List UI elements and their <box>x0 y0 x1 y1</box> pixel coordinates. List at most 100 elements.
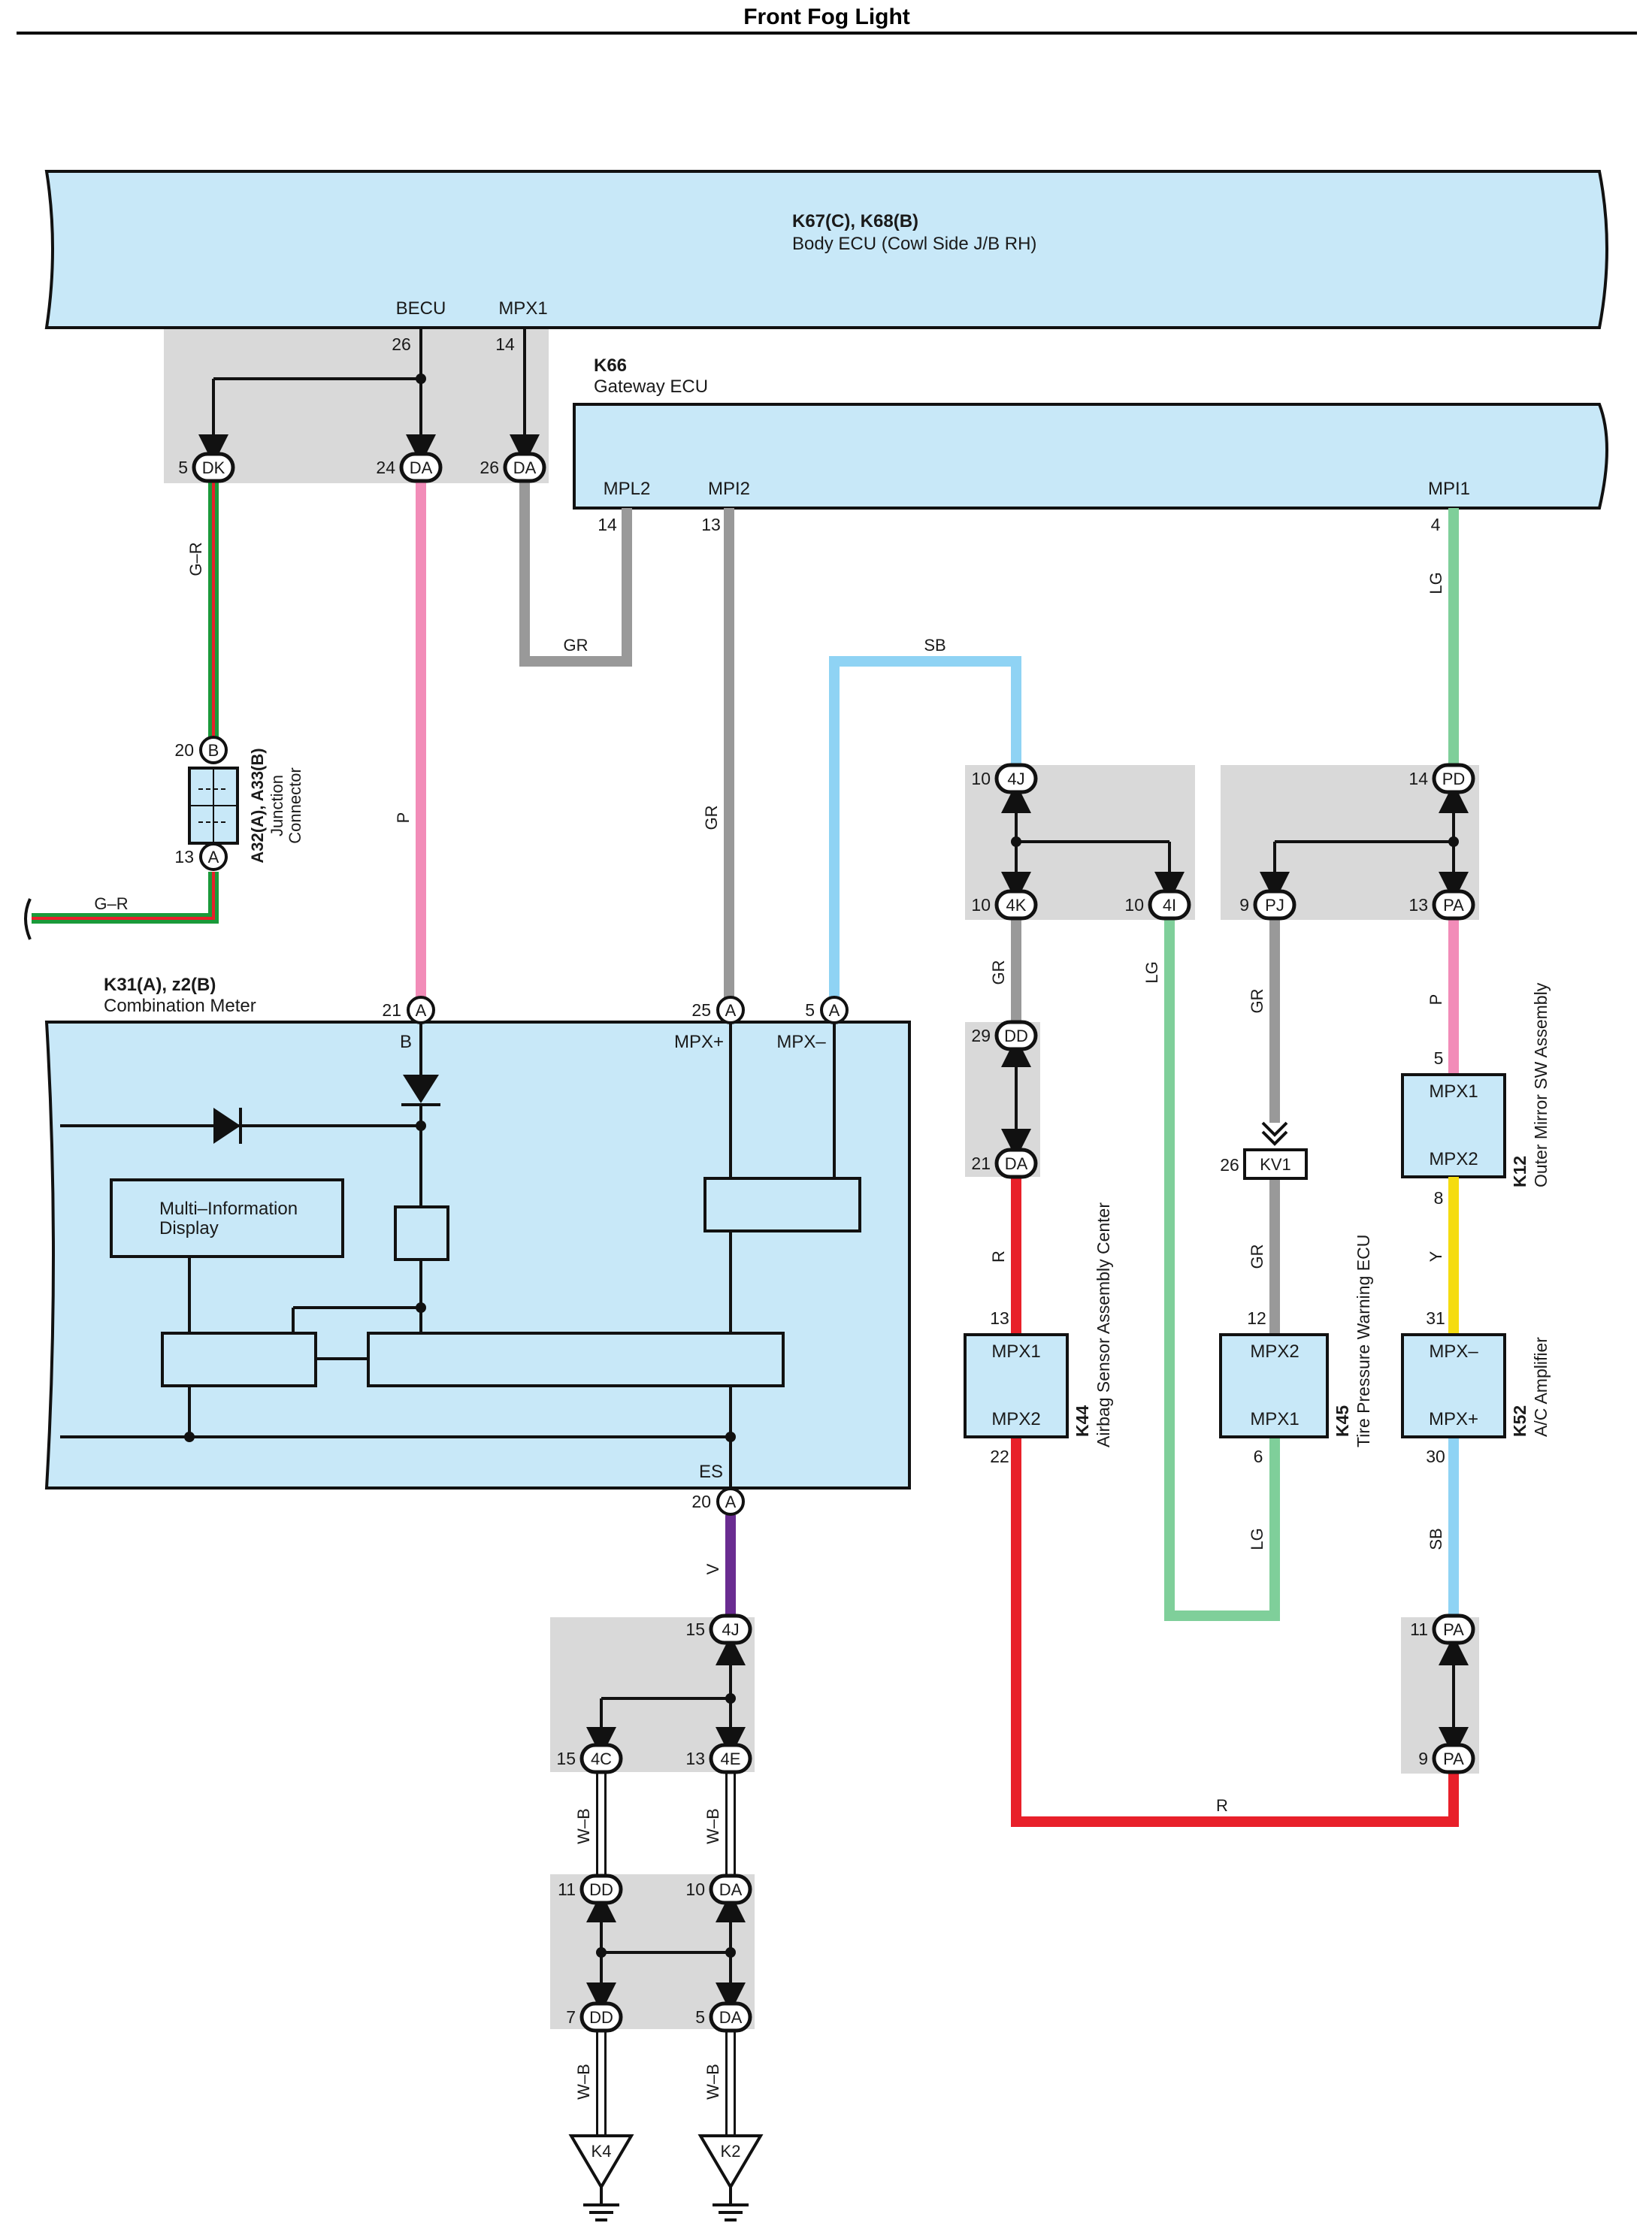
connector-pin-no: 24 <box>376 458 395 477</box>
pin-number: 13 <box>174 847 194 866</box>
connector-id: DA <box>719 2008 743 2027</box>
pin-letter: A <box>725 1001 737 1020</box>
ac-amp-box <box>1401 1333 1506 1438</box>
ac-in-pin: MPX– <box>1429 1341 1478 1362</box>
mirror-in-pin: MPX1 <box>1429 1081 1478 1102</box>
connector-id: DA <box>410 458 433 477</box>
connector-pd14: PD 14 <box>1408 763 1475 794</box>
connector-pin-no: 9 <box>1418 1749 1428 1768</box>
airbag-in-pin: MPX1 <box>991 1341 1040 1362</box>
wire-label-p: P <box>394 812 413 824</box>
tpms-ecu-box <box>1219 1333 1329 1438</box>
mid-label: Multi–Information <box>159 1199 298 1219</box>
wire-g-r-bottom <box>24 872 219 940</box>
connector-id: PD <box>1442 770 1466 788</box>
connector-id: DA <box>1005 1154 1028 1173</box>
tpms-code: K45 <box>1333 1405 1352 1437</box>
body-ecu-code: K67(C), K68(B) <box>792 211 918 231</box>
connector-pin-no: 26 <box>480 458 499 477</box>
pin-letter: A <box>416 1001 427 1020</box>
wire-label-lg-k45: LG <box>1248 1528 1266 1550</box>
wire-label-v: V <box>703 1563 722 1574</box>
connector-pin-no: 15 <box>556 1749 576 1768</box>
connector-pin-no: 13 <box>1408 895 1428 915</box>
tpms-out-pin: MPX1 <box>1250 1409 1299 1429</box>
connector-id: 4J <box>722 1620 739 1639</box>
connector-da5: DA 5 <box>695 2001 752 2033</box>
pin-no-26: 26 <box>392 334 411 354</box>
page-title: Front Fog Light <box>743 5 910 29</box>
airbag-ecu-box <box>964 1333 1069 1438</box>
tpms-in-pin: MPX2 <box>1250 1341 1299 1362</box>
connector-dk5: DK5 <box>178 452 235 483</box>
connector-dd7: DD7 <box>566 2001 623 2033</box>
connector-pin-no: 13 <box>685 1749 705 1768</box>
tpms-name: Tire Pressure Warning ECU <box>1354 1235 1373 1447</box>
ground-label-k4: K4 <box>592 2142 612 2161</box>
connector-id: DA <box>719 1880 743 1899</box>
wire-label-sb: SB <box>924 636 946 655</box>
connector-pin-no: 15 <box>685 1620 705 1639</box>
combination-meter-code: K31(A), z2(B) <box>104 975 216 995</box>
kv1-connector <box>1243 1148 1308 1180</box>
body-ecu-name: Body ECU (Cowl Side J/B RH) <box>792 234 1036 254</box>
connector-id: DD <box>589 2008 613 2027</box>
connector-id: 4J <box>1007 770 1024 788</box>
connector-e4_13: 4E 13 <box>685 1743 752 1774</box>
wire-label-gr-pj: GR <box>1248 989 1266 1014</box>
ac-out-pin: MPX+ <box>1429 1409 1478 1429</box>
connector-pin-no: 10 <box>685 1880 705 1899</box>
ac-out-no: 30 <box>1426 1447 1445 1466</box>
wire-label-wb-2: W–B <box>703 1808 722 1844</box>
ac-in-no: 31 <box>1426 1308 1445 1328</box>
mirror-in-no: 5 <box>1434 1048 1444 1068</box>
gateway-ecu-box <box>573 403 1608 510</box>
mirror-code: K12 <box>1510 1156 1529 1187</box>
connector-id: PA <box>1443 1750 1464 1768</box>
connector-pin-no: 10 <box>971 769 991 788</box>
pin-letter: A <box>725 1493 737 1511</box>
wire-label-p-pa: P <box>1427 994 1445 1006</box>
connector-id: DD <box>1004 1027 1028 1045</box>
connector-id: DK <box>202 458 225 477</box>
connector-da24: DA 24 <box>376 452 443 483</box>
connector-id: DA <box>513 458 537 477</box>
connector-pin-no: 10 <box>971 895 991 915</box>
mirror-out-no: 8 <box>1434 1188 1444 1208</box>
wire-wb-upper <box>596 1774 736 1874</box>
junction-connector-name1: Junction <box>268 775 286 836</box>
connector-id: PA <box>1443 1620 1464 1639</box>
connector-pj9: PJ9 <box>1239 889 1296 921</box>
wire-wb-lower <box>596 2031 736 2142</box>
wire-label-y: Y <box>1427 1251 1445 1262</box>
body-ecu-box <box>44 170 1608 329</box>
airbag-out-no: 22 <box>990 1447 1009 1466</box>
ac-name: A/C Amplifier <box>1531 1337 1551 1437</box>
meter-comm-block <box>703 1177 861 1232</box>
gateway-ecu-name: Gateway ECU <box>594 377 708 397</box>
connector-id: 4E <box>721 1750 741 1768</box>
airbag-name: Airbag Sensor Assembly Center <box>1094 1202 1113 1447</box>
pin-number: 21 <box>382 1000 401 1020</box>
meter-pin-es: ES <box>699 1462 723 1482</box>
connector-pin-no: 5 <box>695 2007 705 2027</box>
multi-information-display <box>110 1178 344 1258</box>
meter-main-block <box>367 1332 785 1387</box>
connector-pin-no: 9 <box>1239 895 1249 915</box>
wire-label-gr-4k: GR <box>989 960 1008 985</box>
pin-mpi2: MPI2 <box>708 479 750 499</box>
connector-pin-no: 14 <box>1408 769 1428 788</box>
connector-pin-no: 21 <box>971 1154 991 1173</box>
pin-letter: B <box>208 741 219 760</box>
pin-becu: BECU <box>396 298 446 319</box>
wire-label-sb-ac: SB <box>1427 1528 1445 1550</box>
wire-label-gr-mpi2: GR <box>702 806 721 830</box>
meter-relay-box <box>394 1205 449 1261</box>
gateway-ecu-code: K66 <box>594 355 627 376</box>
